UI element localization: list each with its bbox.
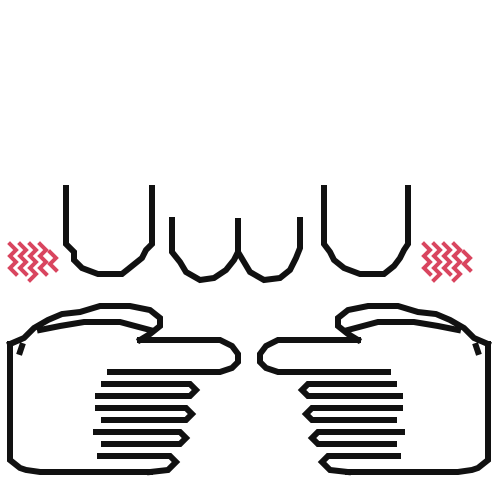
- blush-marks-icon: [421, 241, 473, 283]
- u-eye-icon: [321, 185, 411, 277]
- u-eye-icon: [63, 185, 155, 277]
- w-mouth-icon: [169, 217, 303, 284]
- blush-marks-icon: [7, 241, 59, 283]
- pointing-hand-icon: [257, 303, 492, 476]
- pointing-hand-icon: [6, 303, 241, 476]
